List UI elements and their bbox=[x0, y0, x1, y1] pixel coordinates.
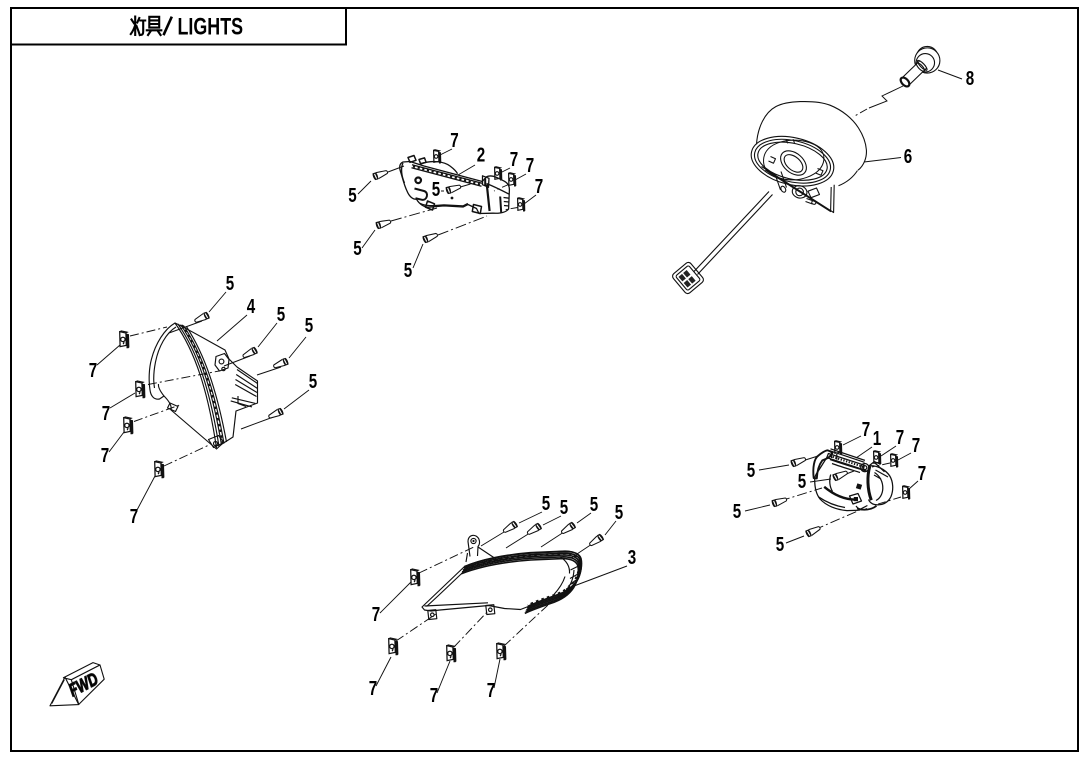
svg-text:7: 7 bbox=[101, 444, 110, 467]
svg-text:7: 7 bbox=[130, 505, 139, 528]
svg-text:7: 7 bbox=[372, 603, 381, 626]
svg-text:7: 7 bbox=[430, 684, 439, 707]
svg-text:7: 7 bbox=[535, 175, 544, 198]
svg-text:2: 2 bbox=[477, 143, 486, 166]
svg-text:5: 5 bbox=[776, 533, 785, 556]
svg-text:6: 6 bbox=[904, 145, 913, 168]
svg-text:5: 5 bbox=[747, 459, 756, 482]
svg-text:LIGHTS: LIGHTS bbox=[178, 13, 244, 40]
svg-text:7: 7 bbox=[102, 402, 111, 425]
svg-text:5: 5 bbox=[404, 259, 413, 282]
svg-text:5: 5 bbox=[277, 303, 286, 326]
svg-text:4: 4 bbox=[247, 295, 256, 318]
svg-text:7: 7 bbox=[526, 154, 535, 177]
svg-text:7: 7 bbox=[89, 359, 98, 382]
svg-text:5: 5 bbox=[542, 492, 551, 515]
svg-text:7: 7 bbox=[896, 426, 905, 449]
svg-text:5: 5 bbox=[353, 237, 362, 260]
svg-text:7: 7 bbox=[862, 418, 871, 441]
svg-text:7: 7 bbox=[510, 148, 519, 171]
svg-text:7: 7 bbox=[912, 434, 921, 457]
svg-text:5: 5 bbox=[226, 272, 235, 295]
svg-text:8: 8 bbox=[966, 67, 975, 90]
svg-text:5: 5 bbox=[432, 178, 441, 201]
svg-text:7: 7 bbox=[369, 677, 378, 700]
svg-text:5: 5 bbox=[560, 496, 569, 519]
svg-text:5: 5 bbox=[615, 501, 624, 524]
svg-text:5: 5 bbox=[305, 314, 314, 337]
svg-text:7: 7 bbox=[487, 679, 496, 702]
svg-text:5: 5 bbox=[590, 493, 599, 516]
svg-text:1: 1 bbox=[873, 427, 882, 450]
svg-text:5: 5 bbox=[348, 184, 357, 207]
svg-text:5: 5 bbox=[733, 500, 742, 523]
svg-text:5: 5 bbox=[798, 470, 807, 493]
svg-text:3: 3 bbox=[628, 546, 637, 569]
svg-text:5: 5 bbox=[309, 370, 318, 393]
svg-text:7: 7 bbox=[450, 129, 459, 152]
svg-text:7: 7 bbox=[918, 462, 927, 485]
